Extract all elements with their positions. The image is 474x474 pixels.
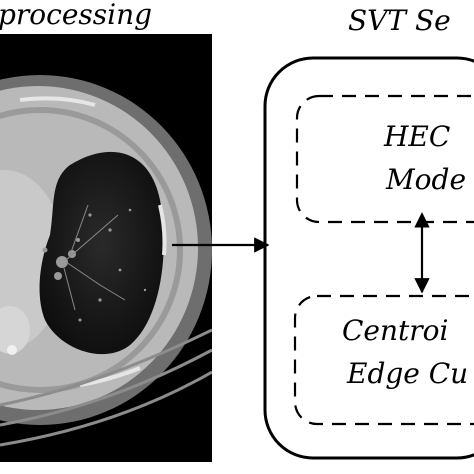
svt-section-title: SVT Se	[348, 4, 451, 37]
bottom-box-line2: Edge Cu	[346, 357, 468, 390]
top-box-line2: Mode	[385, 163, 466, 196]
ct-scan-image	[0, 34, 212, 462]
svt-section-box	[263, 56, 474, 460]
bottom-centroid-box	[293, 294, 474, 426]
top-box-line1: HEC	[383, 120, 450, 153]
bottom-box-line1: Centroi	[342, 314, 448, 347]
top-model-box	[295, 94, 474, 224]
preprocessing-title: processing	[0, 0, 152, 31]
